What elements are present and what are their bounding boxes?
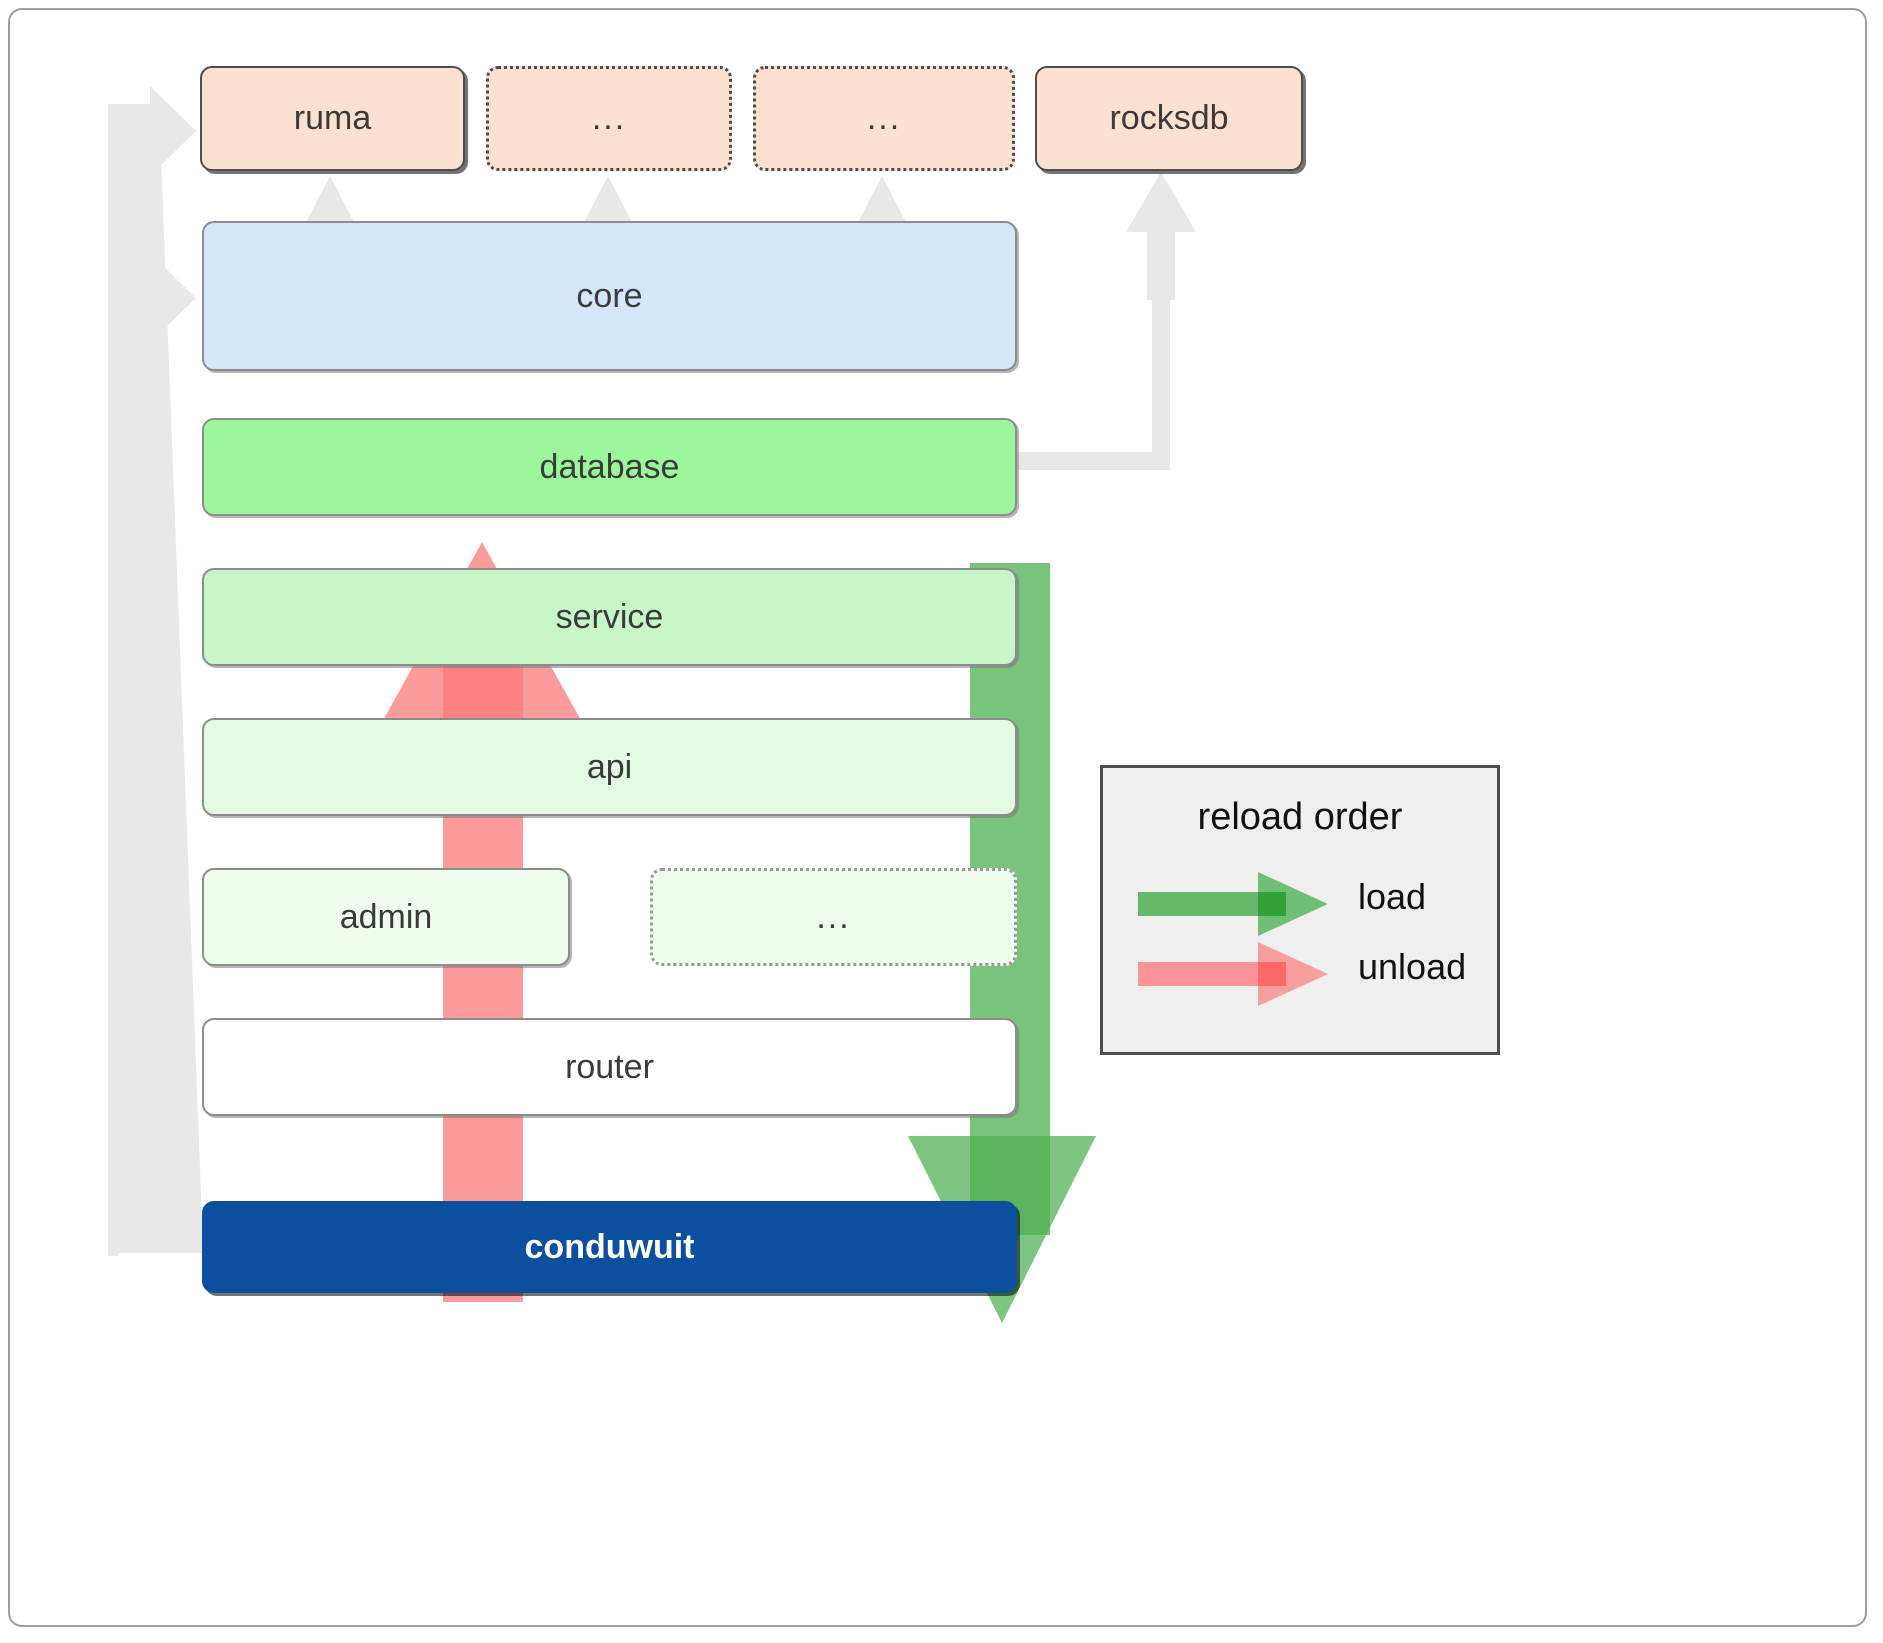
node-api-extra-label: ... xyxy=(816,897,851,936)
connector-core-to-ext1 xyxy=(580,176,636,262)
legend: reload order load unload xyxy=(1100,765,1500,1055)
node-ext2[interactable]: ... xyxy=(753,66,1015,171)
node-ruma[interactable]: ruma xyxy=(200,66,465,171)
node-ext1-label: ... xyxy=(591,99,627,137)
connector-conduwuit-rail-foot xyxy=(108,1237,208,1253)
node-core-label: core xyxy=(576,276,643,315)
node-api[interactable]: api xyxy=(202,718,1017,816)
node-admin[interactable]: admin xyxy=(202,868,570,966)
node-rocksdb[interactable]: rocksdb xyxy=(1035,66,1303,171)
node-database-label: database xyxy=(539,447,680,486)
node-service-label: service xyxy=(555,597,664,636)
node-core[interactable]: core xyxy=(202,221,1017,371)
connector-core-to-ruma xyxy=(302,176,358,262)
node-conduwuit[interactable]: conduwuit xyxy=(202,1201,1017,1293)
legend-label-load: load xyxy=(1358,876,1427,917)
node-database[interactable]: database xyxy=(202,418,1017,516)
node-ext2-label: ... xyxy=(866,99,902,137)
node-service[interactable]: service xyxy=(202,568,1017,666)
node-router-label: router xyxy=(565,1047,654,1086)
legend-title: reload order xyxy=(1197,796,1403,838)
node-conduwuit-label: conduwuit xyxy=(524,1227,695,1266)
node-router[interactable]: router xyxy=(202,1018,1017,1116)
legend-arrow-unload xyxy=(1138,942,1328,1006)
node-rocksdb-label: rocksdb xyxy=(1109,99,1229,137)
connector-conduwuit-to-core xyxy=(108,253,196,343)
legend-label-unload: unload xyxy=(1358,946,1467,987)
connector-conduwuit-to-ruma xyxy=(108,86,203,1256)
node-admin-label: admin xyxy=(339,897,433,936)
node-ruma-label: ruma xyxy=(293,99,372,137)
legend-arrow-load xyxy=(1138,872,1328,936)
connector-core-to-ext2 xyxy=(854,176,910,262)
node-api-label: api xyxy=(586,747,633,786)
connector-database-to-rocksdb xyxy=(1017,172,1196,470)
node-ext1[interactable]: ... xyxy=(486,66,732,171)
node-api-extra[interactable]: ... xyxy=(650,868,1017,966)
